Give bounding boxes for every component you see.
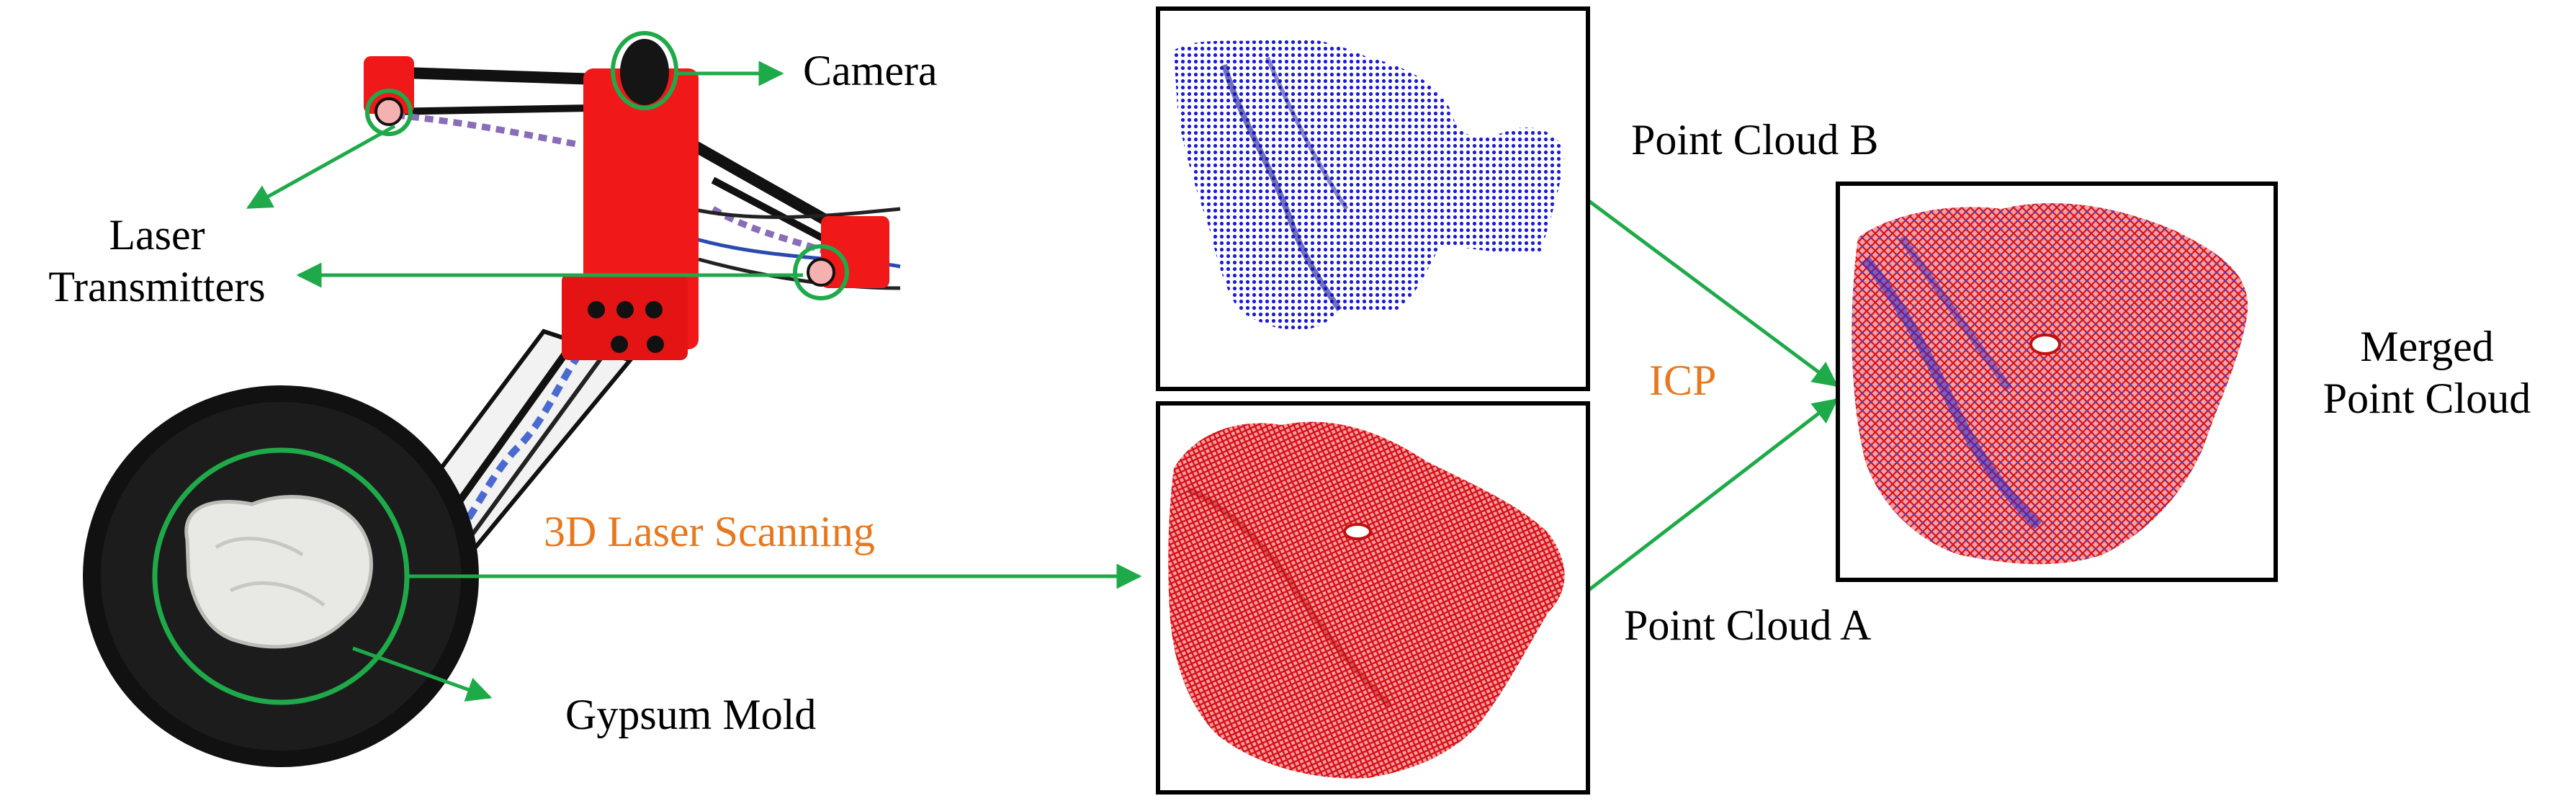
- merged-point-cloud-panel: [1836, 182, 2278, 582]
- scanning-label: 3D Laser Scanning: [544, 508, 875, 555]
- merged-point-cloud-points: [1852, 202, 2248, 565]
- scanner-photo: [83, 31, 901, 767]
- merged-label-line1: Merged: [2360, 323, 2494, 370]
- gypsum-mold-label: Gypsum Mold: [565, 691, 817, 738]
- arrow-cloud-b-to-merged: [1587, 198, 1839, 388]
- point-cloud-b-panel: [1156, 6, 1590, 391]
- camera-label: Camera: [803, 47, 938, 94]
- arrow-laser-left: [246, 124, 396, 210]
- laser-highlight-circle: [793, 244, 849, 300]
- arrow-cloud-a-to-merged: [1587, 398, 1839, 592]
- laser-highlight-circle: [365, 89, 413, 136]
- scanner-body: [364, 39, 889, 360]
- point-cloud-a-label: Point Cloud A: [1624, 601, 1872, 649]
- laser-label-line1: Laser: [109, 211, 205, 259]
- merged-label-line2: Point Cloud: [2323, 375, 2531, 422]
- icp-label: ICP: [1649, 357, 1717, 404]
- point-cloud-b-label: Point Cloud B: [1631, 116, 1879, 164]
- gypsum-mold: [184, 495, 373, 649]
- point-cloud-a-points: [1168, 421, 1565, 779]
- arrows: [246, 61, 1839, 702]
- camera-highlight-circle: [611, 31, 678, 110]
- point-cloud-a-panel: [1156, 401, 1590, 795]
- merged-point-cloud-label: Merged Point Cloud: [2283, 321, 2571, 424]
- point-cloud-b-points: [1174, 37, 1564, 331]
- laser-label-line2: Transmitters: [48, 263, 266, 310]
- arrow-to-gypsum: [352, 646, 493, 702]
- laser-transmitters-label: Laser Transmitters: [6, 209, 308, 313]
